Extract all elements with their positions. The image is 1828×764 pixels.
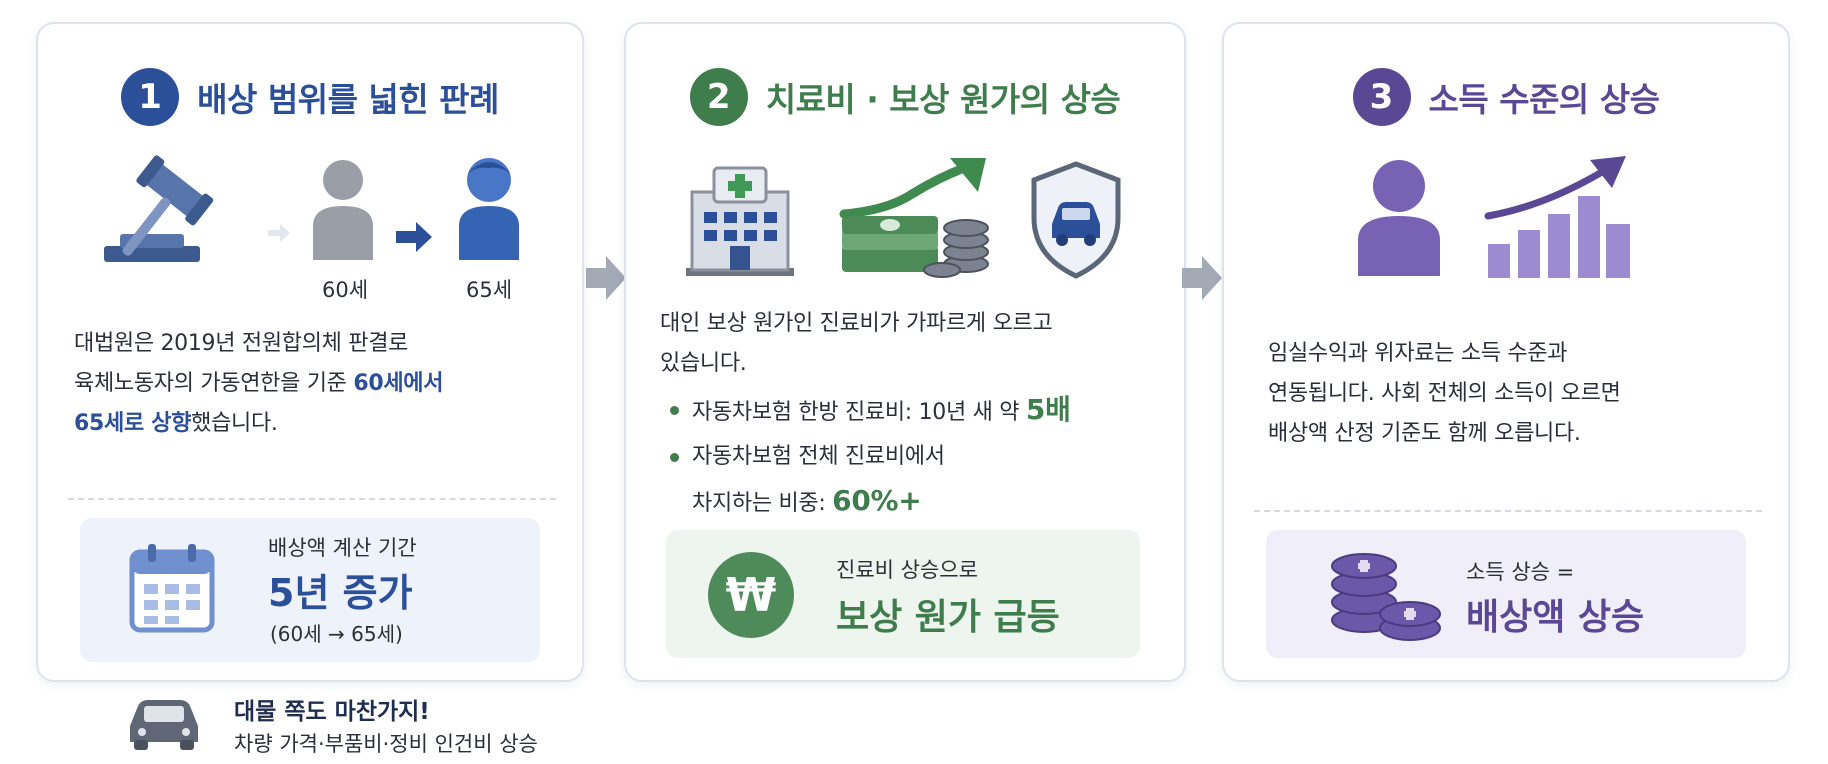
box-label: 진료비 상승으로 <box>836 558 978 582</box>
box-value: 5년 증가 <box>268 571 413 615</box>
divider <box>1254 510 1762 512</box>
highlight-box: 소득 상승 = 배상액 상승 <box>1266 530 1746 658</box>
hospital-icon <box>686 166 794 276</box>
step-number-badge: 2 <box>689 68 748 126</box>
card-treatment-cost: 2 치료비 · 보상 원가의 상승 <box>624 22 1186 682</box>
car-shield-icon <box>1031 161 1121 279</box>
gavel-icon <box>104 155 214 262</box>
card-title: 치료비 · 보상 원가의 상승 <box>765 80 1121 119</box>
card-title: 배상 범위를 넓힌 판례 <box>197 80 499 119</box>
card-description: 대인 보상 원가인 진료비가 가파르게 오르고 있습니다. <box>660 311 1053 376</box>
card-header: 3 소득 수준의 상승 <box>1224 68 1788 126</box>
box-label: 배상액 계산 기간 <box>268 536 417 560</box>
coins-icon <box>1331 553 1441 641</box>
won-icon: ₩ <box>708 552 794 638</box>
divider <box>68 498 556 500</box>
footer-subtitle: 차량 가격·부품비·정비 인건비 상승 <box>234 732 538 756</box>
flow-arrow-icon <box>1182 256 1222 300</box>
box-value: 보상 원가 급등 <box>836 597 1060 638</box>
card-title: 소득 수준의 상승 <box>1428 80 1661 119</box>
arrow-right-icon <box>396 222 432 252</box>
person-blue-icon <box>459 158 519 260</box>
box-sub: (60세 → 65세) <box>270 622 403 646</box>
footer-title: 대물 쪽도 마찬가지! <box>234 699 430 725</box>
list-item: 자동차보험 전체 진료비에서 차지하는 비중: 60%+ <box>666 437 1176 524</box>
flow-arrow-icon <box>586 256 626 300</box>
age-to-label: 65세 <box>465 278 513 302</box>
money-growth-icon <box>839 158 989 278</box>
age-from-label: 60세 <box>321 278 369 302</box>
box-label: 소득 상승 = <box>1466 560 1575 584</box>
card-description: 대법원은 2019년 전원합의체 판결로 육체노동자의 가동연한을 기준 60세… <box>74 331 444 436</box>
step-number-badge: 3 <box>1352 68 1411 126</box>
step-number-badge: 1 <box>121 68 180 126</box>
footer-note: 대물 쪽도 마찬가지! 차량 가격·부품비·정비 인건비 상승 <box>124 690 644 760</box>
person-gray-icon <box>313 160 373 260</box>
highlight-box: ₩ 진료비 상승으로 보상 원가 급등 <box>666 530 1140 658</box>
arrow-light-icon <box>268 224 290 242</box>
car-icon <box>130 700 198 750</box>
stat-list: 자동차보험 한방 진료비: 10년 새 약 5배 자동차보험 전체 진료비에서 … <box>666 390 1176 524</box>
list-item: 자동차보험 한방 진료비: 10년 새 약 5배 <box>666 390 1176 433</box>
bar-growth-icon <box>1484 156 1630 278</box>
card-header: 2 치료비 · 보상 원가의 상승 <box>626 68 1184 126</box>
highlight-box: 배상액 계산 기간 5년 증가 (60세 → 65세) <box>80 518 540 662</box>
person-purple-icon <box>1358 160 1440 276</box>
card-header: 1 배상 범위를 넓힌 판례 <box>38 68 582 126</box>
card-income-level: 3 소득 수준의 상승 임실수익과 위자료는 소득 수준과 연동됩니다. 사회 … <box>1222 22 1790 682</box>
box-value: 배상액 상승 <box>1466 597 1645 638</box>
card-precedent: 1 배상 범위를 넓힌 판례 60세 65세 대법원은 2019년 전원합의체 … <box>36 22 584 682</box>
calendar-icon <box>129 544 215 633</box>
card-description: 임실수익과 위자료는 소득 수준과 연동됩니다. 사회 전체의 소득이 오르면 … <box>1268 341 1621 446</box>
